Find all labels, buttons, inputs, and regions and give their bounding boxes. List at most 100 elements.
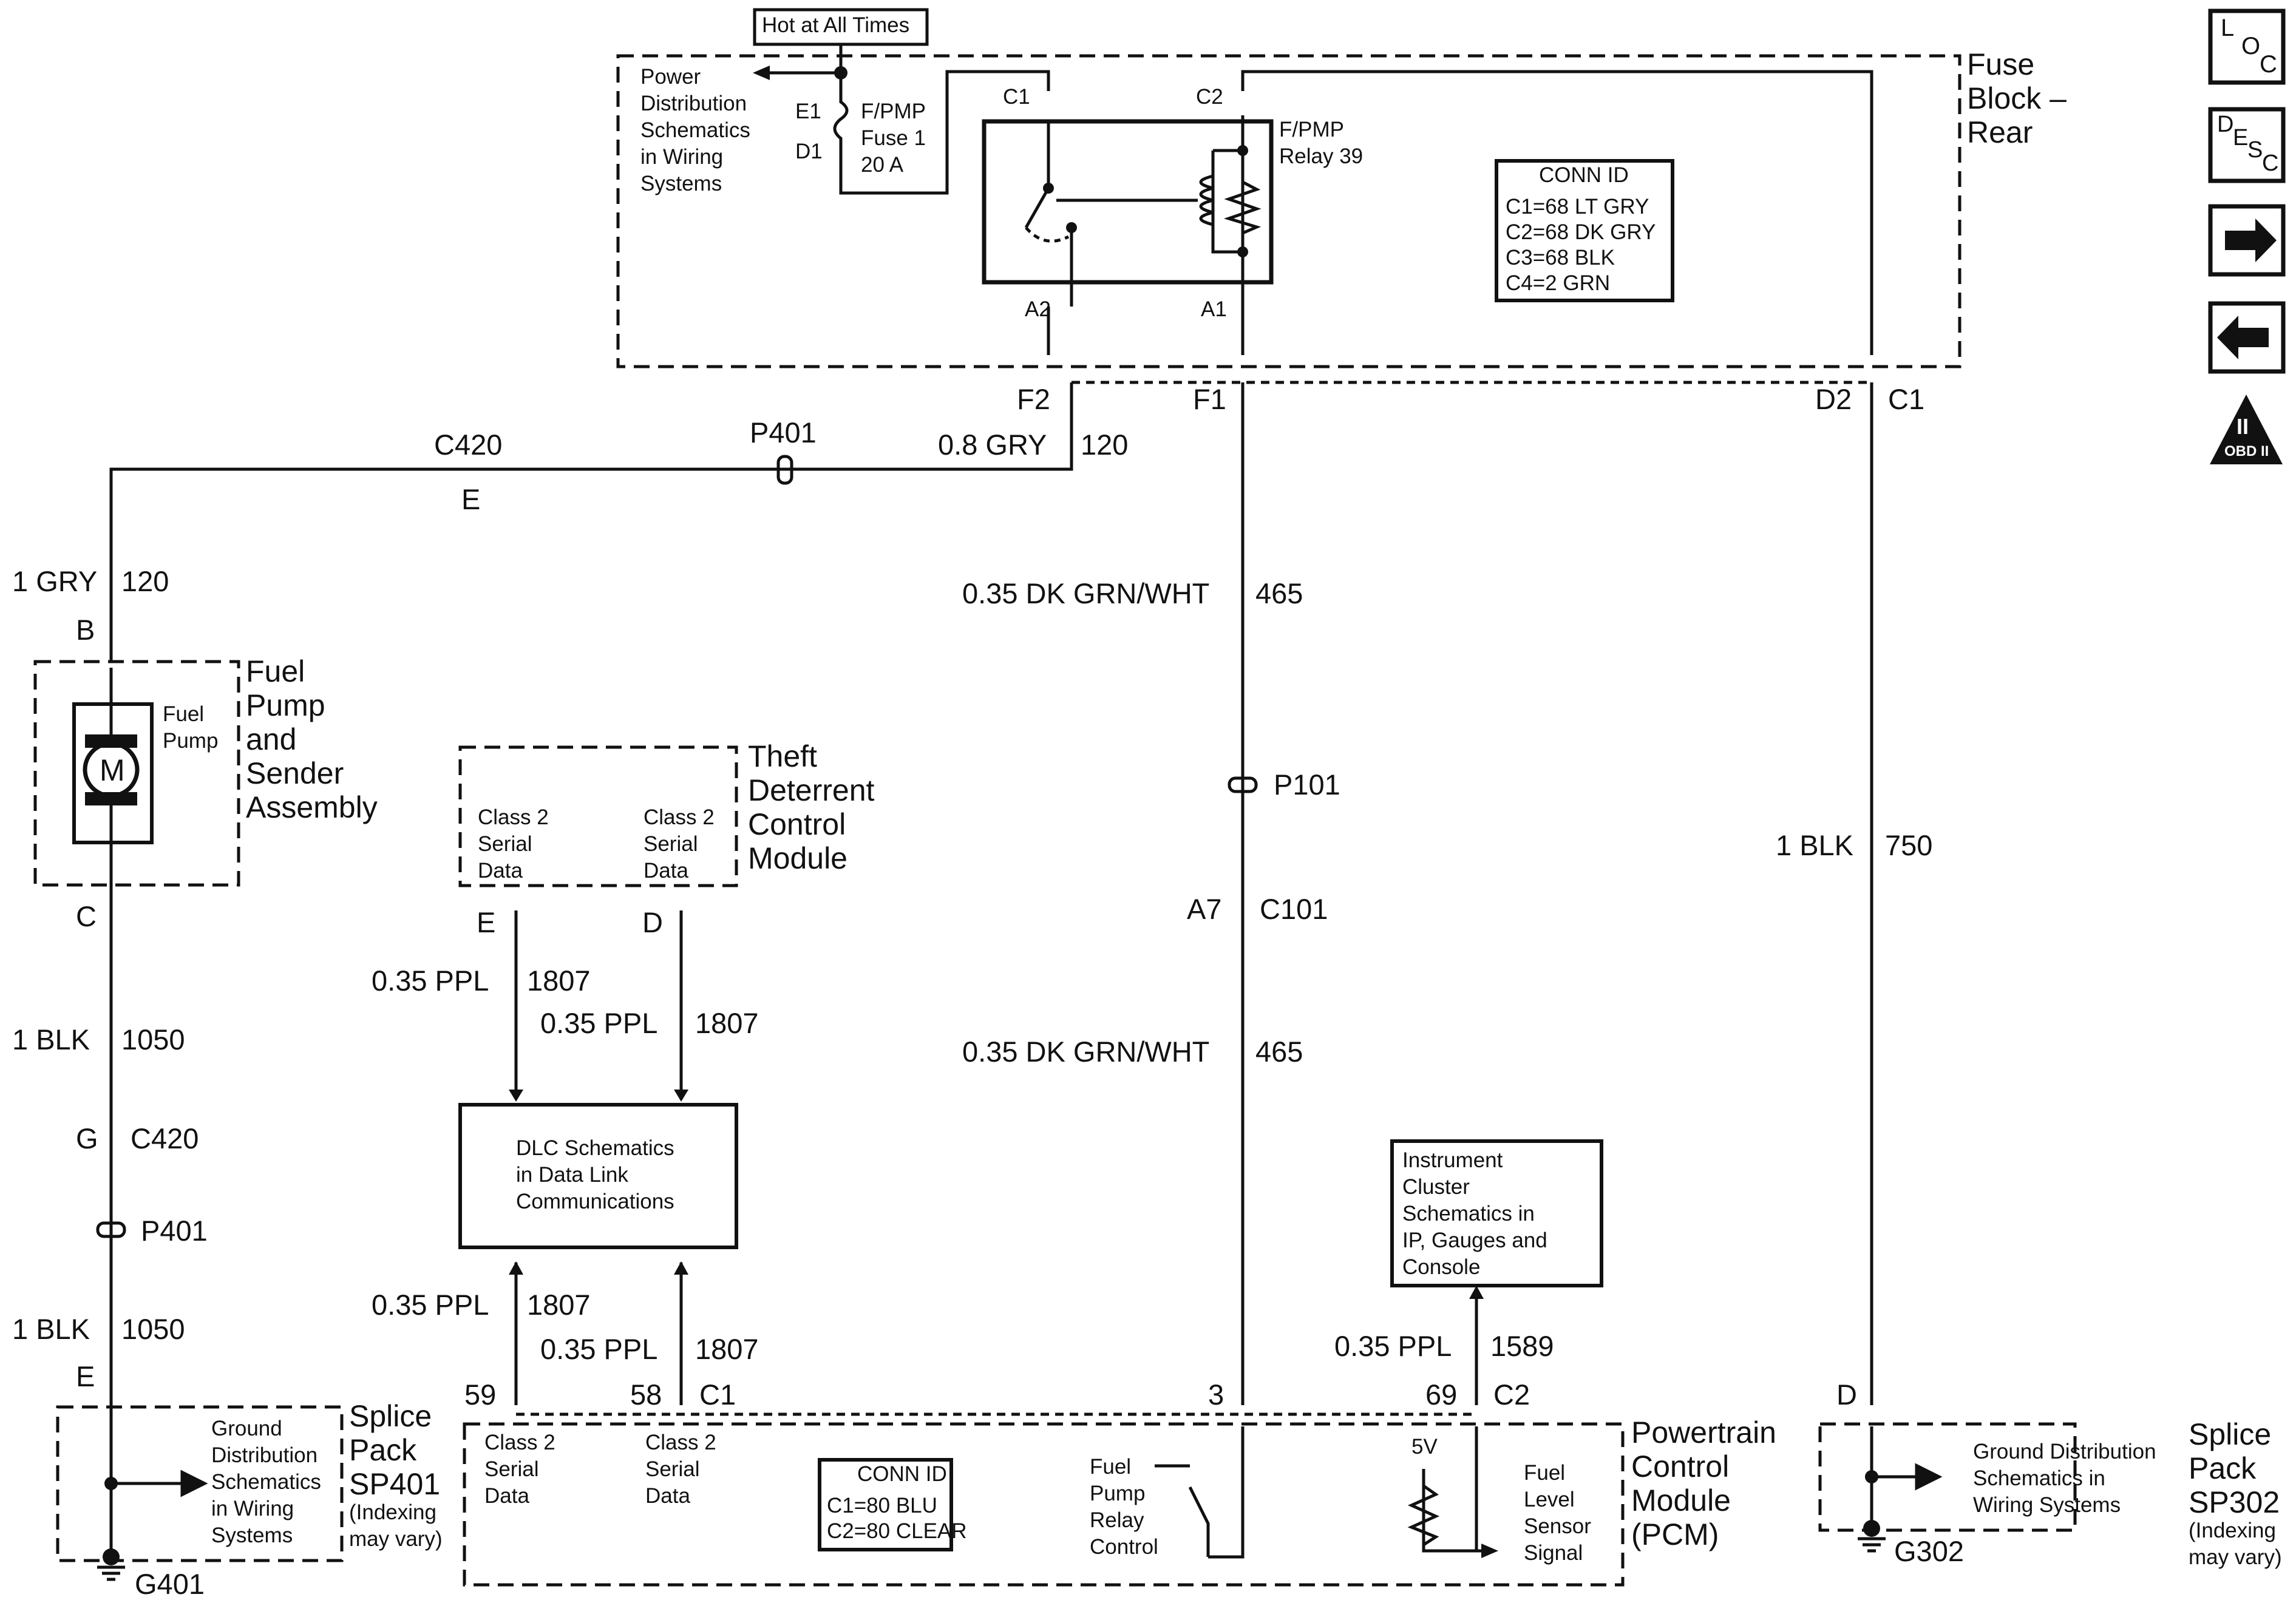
sp302-name: Splice Pack SP302 — [2189, 1417, 2280, 1519]
conn-c420-top-e: E — [461, 483, 481, 515]
wire-te-right-circuit: 1807 — [695, 1007, 759, 1039]
conn-c420-top: C420 — [434, 429, 503, 461]
ic-label[interactable]: Instrument Cluster Schematics in IP, Gau… — [1402, 1148, 1547, 1279]
pcm-pin-3: 3 — [1208, 1378, 1224, 1411]
relay-pin-c2: C2 — [1196, 85, 1223, 109]
loc-icon-c: C — [2260, 51, 2277, 78]
fuse-feed — [770, 44, 843, 75]
arrow-right-glyph — [2225, 219, 2277, 262]
wire-pcm-left-circuit: 1807 — [527, 1289, 591, 1321]
arrow-head — [1481, 1544, 1498, 1558]
relay-label: F/PMP Relay 39 — [1279, 118, 1364, 168]
pin-e: E — [76, 1360, 95, 1392]
wire-750-gauge: 1 BLK — [1776, 829, 1854, 861]
arrow-head — [509, 1261, 688, 1275]
desc-icon-c: C — [2262, 151, 2279, 176]
relay-box — [982, 119, 1274, 285]
relay-internal-c2-a1 — [1211, 115, 1245, 254]
pcm-fuel-level-label: Fuel Level Sensor Signal — [1524, 1461, 1591, 1565]
relay-pin-a1: A1 — [1201, 297, 1227, 321]
junction-dot — [104, 1477, 118, 1490]
wire-pcm-left-gauge: 0.35 PPL — [372, 1289, 489, 1321]
left-arrow-icon[interactable] — [2208, 301, 2286, 374]
theft-left-label: Class 2 Serial Data — [478, 805, 549, 883]
sp401-name: Splice Pack SP401 — [349, 1399, 441, 1501]
power-distribution-ref[interactable]: Power Distribution Schematics in Wiring … — [640, 65, 750, 195]
pcm-conn-id-lines: C1=80 BLU C2=80 CLEAR — [827, 1494, 967, 1543]
junction-dot — [1237, 246, 1248, 257]
pcm-title: Powertrain Control Module (PCM) — [1631, 1415, 1776, 1551]
fuel-pump-internal-label: Fuel Pump — [163, 702, 219, 753]
wire-top-gauge: 0.8 GRY — [938, 429, 1047, 461]
sp302-ref[interactable]: Ground Distribution Schematics in Wiring… — [1973, 1440, 2156, 1517]
obd-roman: II — [2237, 414, 2249, 439]
loc-icon-o: O — [2241, 33, 2261, 59]
obd-text: OBD II — [2224, 443, 2269, 459]
relay-pin-a2: A2 — [1025, 297, 1051, 321]
junction-dot — [1066, 222, 1077, 233]
ground-g401 — [97, 1565, 125, 1581]
desc-icon-e: E — [2233, 125, 2249, 151]
sp401-ref[interactable]: Ground Distribution Schematics in Wiring… — [211, 1417, 321, 1547]
p401-bottom: P401 — [141, 1215, 208, 1247]
fuel-pump-assembly-title: Fuel Pump and Sender Assembly — [246, 654, 378, 824]
wire-465-lower-circuit: 465 — [1255, 1036, 1303, 1068]
ground-g401-label: G401 — [135, 1568, 205, 1600]
wire-top-circuit: 120 — [1081, 429, 1129, 461]
theft-pin-d: D — [642, 906, 663, 938]
relay-coil — [1199, 174, 1214, 226]
fuse-pin-e1: E1 — [795, 100, 821, 123]
pcm-fuel-resistor — [1407, 1484, 1440, 1547]
wire-left-circuit: 120 — [121, 565, 169, 597]
wire-pcm-right-circuit: 1807 — [695, 1333, 759, 1365]
wire-te-left-gauge: 0.35 PPL — [372, 964, 489, 997]
pcm-pin-c1: C1 — [699, 1378, 736, 1411]
theft-module-outline — [458, 745, 738, 887]
pin-d-right: D — [1836, 1378, 1857, 1411]
ground-wire-1-gauge: 1 BLK — [12, 1023, 90, 1056]
loc-icon[interactable] — [2208, 8, 2286, 85]
fuse-pin-d1: D1 — [795, 140, 823, 163]
pcm-5v: 5V — [1411, 1435, 1438, 1459]
theft-pin-e: E — [477, 906, 496, 938]
pin-d2: D2 — [1815, 383, 1852, 415]
ground-wire-2-circuit: 1050 — [121, 1313, 185, 1345]
fuse-conn-id-box — [1495, 159, 1674, 302]
ic-box — [1390, 1139, 1603, 1287]
fuse-element — [833, 70, 1050, 195]
p401-bottom-connector — [96, 1221, 126, 1238]
ground-g302-dot — [1863, 1520, 1880, 1537]
pcm-pin-69: 69 — [1425, 1378, 1458, 1411]
ground-wire-2-gauge: 1 BLK — [12, 1313, 90, 1345]
dlc-label[interactable]: DLC Schematics in Data Link Communicatio… — [516, 1136, 674, 1213]
arrow-head — [753, 66, 770, 80]
hot-label: Hot at All Times — [762, 13, 910, 37]
theft-right-label: Class 2 Serial Data — [644, 805, 715, 883]
wire-465-upper-gauge: 0.35 DK GRN/WHT — [962, 577, 1210, 609]
relay-arc — [1025, 226, 1070, 243]
pin-a7: A7 — [1187, 893, 1222, 925]
pcm-conn-id-header: CONN ID — [857, 1462, 947, 1486]
ground-g302-label: G302 — [1894, 1535, 1964, 1567]
junction-dot — [1043, 183, 1054, 194]
pin-f2: F2 — [1017, 383, 1050, 415]
arrow-head — [509, 1090, 688, 1102]
wire-te-left-circuit: 1807 — [527, 964, 591, 997]
junction-dot — [834, 66, 847, 80]
pcm-pin-59: 59 — [464, 1378, 497, 1411]
pcm-left-label: Class 2 Serial Data — [484, 1431, 555, 1508]
pin-g: G — [76, 1122, 98, 1154]
fuse-conn-id-header: CONN ID — [1539, 163, 1629, 187]
wire-pcm-right-gauge: 0.35 PPL — [540, 1333, 658, 1365]
pcm-conn-id-box — [818, 1458, 953, 1551]
motor-cap-bottom — [85, 792, 137, 805]
dlc-box — [458, 1103, 738, 1249]
right-arrow-icon[interactable] — [2208, 204, 2286, 277]
wire-left-gauge: 1 GRY — [12, 565, 98, 597]
desc-icon[interactable] — [2208, 107, 2286, 183]
sp302-tap — [1870, 1426, 1940, 1524]
conn-c101: C101 — [1260, 893, 1328, 925]
wire-f2-120 — [109, 382, 1073, 640]
